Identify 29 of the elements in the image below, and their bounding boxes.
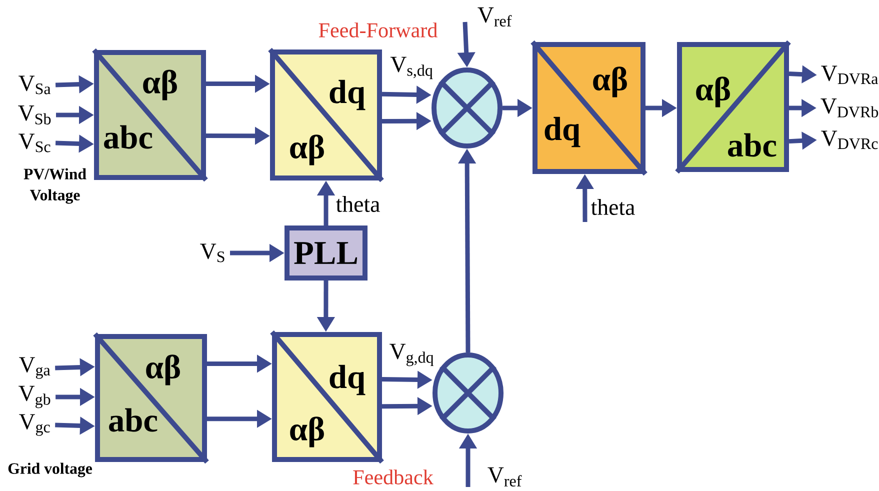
- signal-label: V$_{DVRb}$: [820, 98, 878, 118]
- annotation-label: Grid voltage: [8, 462, 92, 478]
- edge-label: V$_{g,dq}$: [390, 344, 434, 366]
- annotation-label: PV/Wind Voltage: [24, 168, 86, 204]
- signal-label: V$_{S}$: [200, 244, 224, 262]
- signal-label: V$_{gb}$: [18, 386, 50, 408]
- annotation-label: Feedback: [353, 470, 434, 484]
- edge-label: theta: [591, 198, 635, 216]
- transform-block: αβ dq: [530, 40, 648, 176]
- multiplier-circle: [432, 352, 504, 434]
- annotation-label: Feed-Forward: [318, 22, 438, 38]
- edge-label: theta: [336, 196, 380, 212]
- transform-block: dq αβ: [270, 330, 384, 464]
- transform-block: αβ abc: [675, 40, 791, 174]
- pll-block: PLL: [284, 226, 368, 280]
- signal-label: V$_{DVRa}$: [821, 66, 878, 84]
- multiplier-circle: [432, 68, 502, 148]
- signal-label: V$_{ga}$: [19, 357, 50, 379]
- transform-block: dq αβ: [268, 48, 384, 182]
- signal-label: V$_{Sb}$: [18, 106, 51, 124]
- edge-label: V$_{ref}$: [478, 7, 512, 27]
- signal-label: V$_{DVRc}$: [821, 130, 878, 150]
- edge-label: V$_{s,dq}$: [390, 56, 433, 80]
- signal-label: V$_{Sc}$: [18, 134, 50, 152]
- transform-block: αβ abc: [92, 48, 208, 182]
- signal-label: V$_{gc}$: [19, 414, 50, 436]
- signal-label: V$_{Sa}$: [18, 76, 51, 94]
- edge-label: V$_{ref}$: [488, 467, 522, 487]
- transform-block: αβ abc: [93, 332, 209, 464]
